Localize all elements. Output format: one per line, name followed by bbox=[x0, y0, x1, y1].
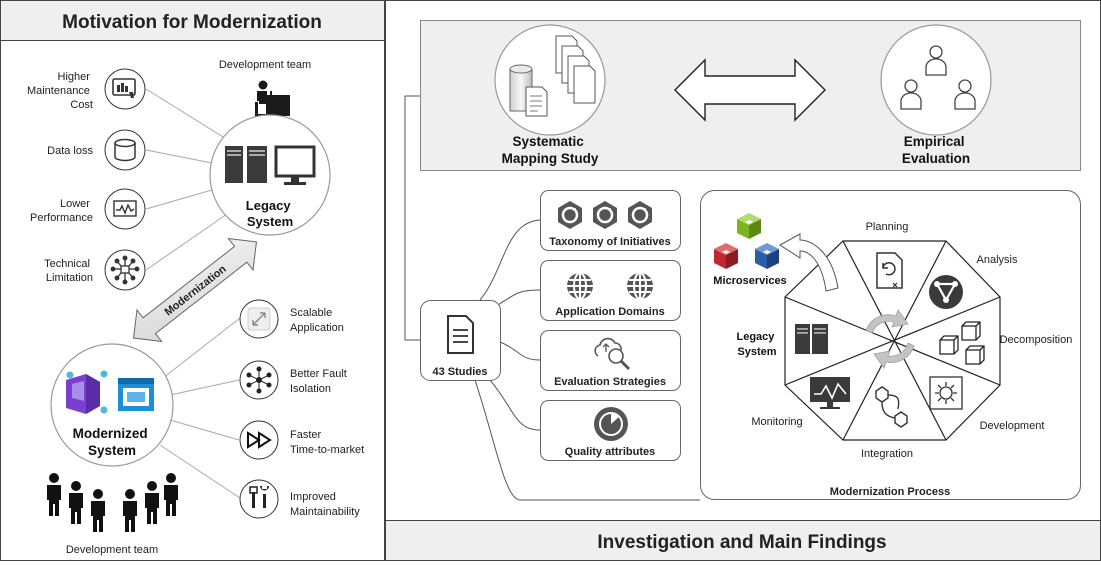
phase-label-decomposition: Decomposition bbox=[1000, 334, 1073, 346]
people-group-icon bbox=[900, 45, 976, 110]
planning-icon bbox=[876, 252, 903, 289]
problem-connectors bbox=[145, 88, 241, 499]
studies-label: 43 Studies bbox=[432, 366, 487, 378]
mapping-study-label: Systematic Mapping Study bbox=[502, 134, 599, 166]
cycle-arrows-icon bbox=[865, 309, 915, 369]
expand-arrows-icon bbox=[247, 307, 271, 331]
problem-label-1: Data loss bbox=[47, 145, 93, 157]
phase-label-integration: Integration bbox=[861, 448, 913, 460]
benefit-label-2: Faster Time-to-market bbox=[290, 429, 364, 456]
finding-box-1: Application Domains bbox=[540, 260, 681, 321]
globe-icon bbox=[567, 272, 653, 300]
documents-database-icon bbox=[509, 35, 596, 117]
browser-window-icon bbox=[118, 378, 154, 411]
benefit-icon-1 bbox=[239, 360, 279, 400]
legacy-system-label: Legacy System bbox=[246, 198, 294, 229]
phase-label-development: Development bbox=[980, 420, 1045, 432]
network-hub-icon bbox=[110, 255, 140, 285]
server-icon bbox=[225, 146, 267, 183]
benefit-label-0: Scalable Application bbox=[290, 307, 344, 334]
monitor-pulse-icon bbox=[113, 200, 137, 217]
phase-label-analysis: Analysis bbox=[977, 254, 1018, 266]
process-legacy-label: Legacy System bbox=[737, 331, 778, 358]
fast-forward-icon bbox=[247, 431, 272, 449]
finding-box-0: Taxonomy of Initiatives bbox=[540, 190, 681, 251]
tools-icon bbox=[249, 486, 269, 508]
problem-icon-3 bbox=[104, 249, 146, 291]
gear-set-icon bbox=[558, 201, 652, 229]
microservices-cubes-icon bbox=[714, 213, 779, 269]
dev-team-bottom-label: Development team bbox=[66, 544, 158, 556]
presentation-chart-icon bbox=[112, 78, 136, 98]
cloud-search-icon bbox=[594, 337, 631, 371]
node-graph-icon bbox=[246, 366, 272, 394]
modernized-system-label: Modernized System bbox=[73, 426, 152, 458]
finding-label-3: Quality attributes bbox=[565, 446, 655, 458]
right-panel-title: Investigation and Main Findings bbox=[597, 532, 886, 553]
monitoring-icon bbox=[810, 377, 850, 409]
benefit-icon-0 bbox=[239, 299, 279, 339]
microservices-label: Microservices bbox=[713, 275, 786, 287]
monitor-icon bbox=[274, 145, 316, 185]
integration-icon bbox=[875, 386, 908, 428]
benefit-icon-2 bbox=[239, 420, 279, 460]
document-icon bbox=[447, 315, 474, 354]
legacy-server-icon bbox=[795, 324, 828, 354]
modernized-system-node: Modernized System bbox=[50, 343, 174, 467]
finding-box-3: Quality attributes bbox=[540, 400, 681, 461]
migration-curve-arrow bbox=[779, 233, 839, 292]
phase-label-monitoring: Monitoring bbox=[751, 416, 802, 428]
azure-devops-icon bbox=[66, 370, 108, 414]
empirical-evaluation-label: Empirical Evaluation bbox=[902, 134, 970, 166]
problem-label-0: Higher Maintenance Cost bbox=[27, 71, 93, 111]
developer-team-icon bbox=[47, 473, 178, 532]
process-title: Modernization Process bbox=[830, 486, 950, 498]
dev-team-top-label: Development team bbox=[219, 59, 311, 71]
finding-label-2: Evaluation Strategies bbox=[554, 376, 666, 388]
finding-label-1: Application Domains bbox=[555, 306, 664, 318]
mapping-study-node: Systematic Mapping Study bbox=[494, 24, 606, 166]
studies-box: 43 Studies bbox=[420, 300, 501, 381]
benefit-label-1: Better Fault Isolation bbox=[290, 368, 350, 395]
phase-label-planning: Planning bbox=[866, 221, 909, 233]
left-panel: Motivation for Modernization bbox=[0, 0, 385, 561]
problem-icon-1 bbox=[104, 129, 146, 171]
analysis-icon bbox=[929, 275, 963, 309]
database-icon bbox=[114, 138, 136, 162]
bracket-line bbox=[404, 95, 420, 341]
problem-icon-0 bbox=[104, 68, 146, 110]
development-icon bbox=[929, 376, 963, 410]
study-evaluation-arrow bbox=[674, 58, 826, 122]
problem-label-3: Technical Limitation bbox=[44, 258, 93, 284]
empirical-evaluation-node: Empirical Evaluation bbox=[880, 24, 992, 166]
left-panel-title: Motivation for Modernization bbox=[62, 12, 322, 33]
benefit-label-3: Improved Maintainability bbox=[290, 491, 360, 518]
finding-label-0: Taxonomy of Initiatives bbox=[549, 236, 670, 248]
legacy-system-node: Legacy System bbox=[209, 114, 331, 236]
finding-box-2: Evaluation Strategies bbox=[540, 330, 681, 391]
problem-icon-2 bbox=[104, 188, 146, 230]
problem-label-2: Lower Performance bbox=[30, 198, 93, 224]
decomposition-icon bbox=[939, 321, 985, 365]
right-panel: Investigation and Main Findings S bbox=[385, 0, 1101, 561]
gauge-icon bbox=[594, 407, 628, 441]
benefit-icon-3 bbox=[239, 479, 279, 519]
